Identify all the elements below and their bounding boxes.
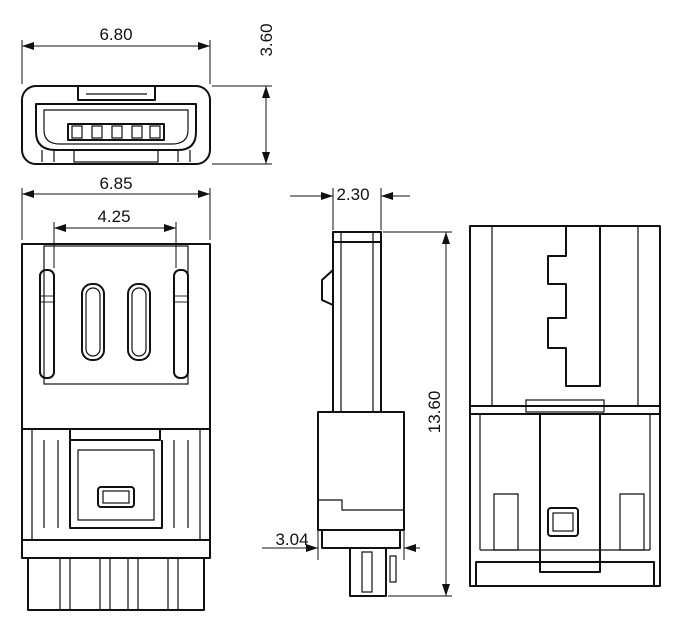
top-height-label: 3.60 [257,23,276,56]
front-view: 6.85 4.25 [21,174,211,611]
side-thickness-label: 2.30 [336,185,369,204]
total-length-label: 13.60 [425,391,444,434]
end-view: 6.80 3.60 [21,23,276,165]
side-view: 2.30 3.04 13.60 [262,185,452,597]
slot-spacing-label: 4.25 [97,207,130,226]
tail-width-label: 3.04 [275,530,308,549]
back-view [469,225,661,587]
top-width-label: 6.80 [99,25,132,44]
front-width-label: 6.85 [99,174,132,193]
